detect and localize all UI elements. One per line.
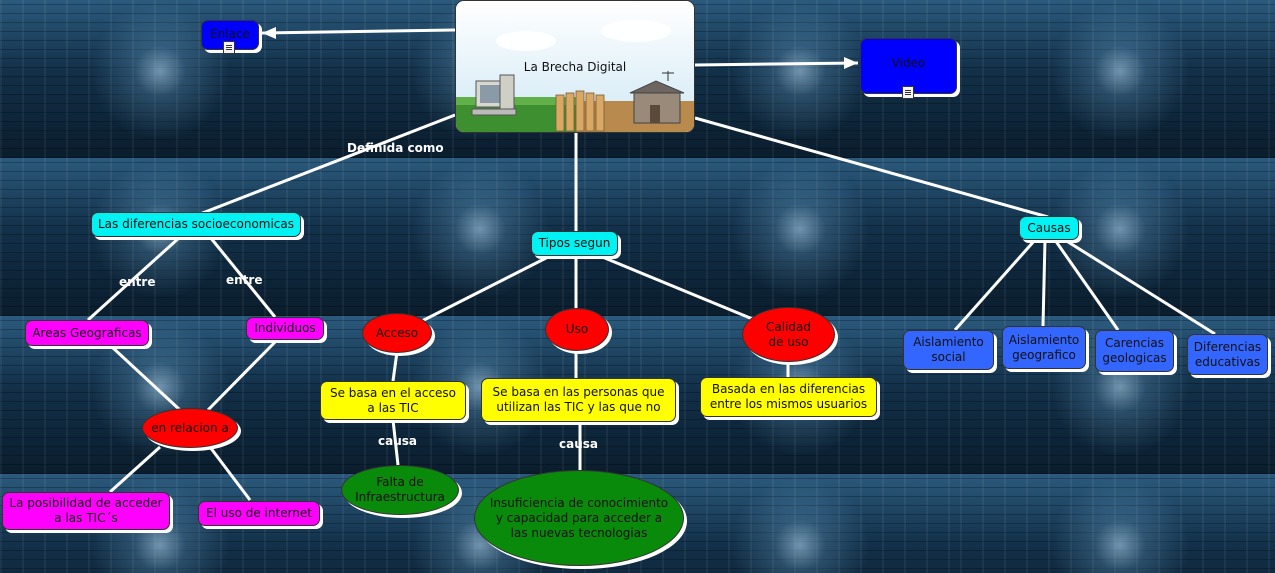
acceso-desc-node[interactable]: Se basa en el acceso a las TIC — [320, 381, 466, 420]
falta-label: Falta de Infraestructura — [355, 475, 445, 504]
diferencias-edu-node[interactable]: Diferencias educativas — [1187, 334, 1268, 375]
aislamiento-social-node[interactable]: Aislamiento social — [903, 330, 994, 370]
calidad-label: Calidad de uso — [766, 319, 811, 349]
uso-label: Uso — [565, 322, 589, 336]
label-definida-como: Definida como — [347, 141, 444, 155]
acceso-label: Acceso — [375, 325, 419, 340]
uso-internet-label: El uso de internet — [205, 506, 312, 520]
uso-internet-node[interactable]: El uso de internet — [198, 501, 320, 526]
aislamiento-geo-label: Aislamiento geografico — [1008, 332, 1080, 362]
areas-label: Areas Geograficas — [32, 325, 142, 340]
areas-node[interactable]: Areas Geograficas — [25, 320, 149, 346]
diferencias-node[interactable]: Las diferencias socioeconomicas — [91, 212, 301, 237]
insuficiencia-label: Insuficiencia de conocimiento y capacida… — [489, 495, 669, 540]
posibilidad-label: La posibilidad de acceder a las TIC´s — [9, 496, 163, 525]
uso-node[interactable]: Uso — [545, 308, 609, 351]
aislamiento-social-label: Aislamiento social — [913, 335, 984, 364]
label-causa-uso: causa — [559, 437, 598, 451]
carencias-label: Carencias geologicas — [1102, 336, 1167, 365]
calidad-desc-node[interactable]: Basada en las diferencias entre los mism… — [700, 377, 877, 417]
digital-divide-illustration — [456, 1, 694, 132]
enlace-label: Enlace — [210, 27, 250, 41]
aislamiento-geo-node[interactable]: Aislamiento geografico — [1002, 326, 1086, 369]
acceso-desc-label: Se basa en el acceso a las TIC — [329, 385, 457, 415]
title-label: La Brecha Digital — [523, 60, 627, 74]
acceso-node[interactable]: Acceso — [362, 313, 432, 353]
uso-desc-label: Se basa en las personas que utilizan las… — [492, 385, 665, 414]
title-node[interactable]: La Brecha Digital — [455, 0, 695, 133]
tipos-node[interactable]: Tipos segun — [531, 231, 618, 256]
causas-node[interactable]: Causas — [1019, 216, 1079, 240]
causas-label: Causas — [1027, 220, 1071, 235]
carencias-node[interactable]: Carencias geologicas — [1095, 330, 1174, 372]
label-entre-left: entre — [119, 275, 156, 289]
uso-desc-node[interactable]: Se basa en las personas que utilizan las… — [481, 378, 676, 422]
insuficiencia-node[interactable]: Insuficiencia de conocimiento y capacida… — [474, 470, 684, 566]
calidad-node[interactable]: Calidad de uso — [742, 307, 835, 362]
diferencias-label: Las diferencias socioeconomicas — [97, 217, 295, 231]
document-icon[interactable] — [902, 86, 914, 99]
label-causa-acceso: causa — [378, 434, 417, 448]
individuos-label: Individuos — [254, 321, 316, 335]
diferencias-edu-label: Diferencias educativas — [1193, 339, 1262, 369]
video-label: Video — [891, 56, 926, 70]
individuos-node[interactable]: Individuos — [246, 317, 324, 340]
label-entre-right: entre — [226, 273, 263, 287]
relacion-node[interactable]: en relacion a — [142, 408, 238, 448]
calidad-desc-label: Basada en las diferencias entre los mism… — [709, 382, 868, 411]
posibilidad-node[interactable]: La posibilidad de acceder a las TIC´s — [2, 492, 170, 530]
falta-node[interactable]: Falta de Infraestructura — [341, 465, 459, 515]
relacion-label: en relacion a — [151, 420, 229, 435]
document-icon[interactable] — [223, 41, 235, 54]
tipos-label: Tipos segun — [538, 236, 611, 250]
